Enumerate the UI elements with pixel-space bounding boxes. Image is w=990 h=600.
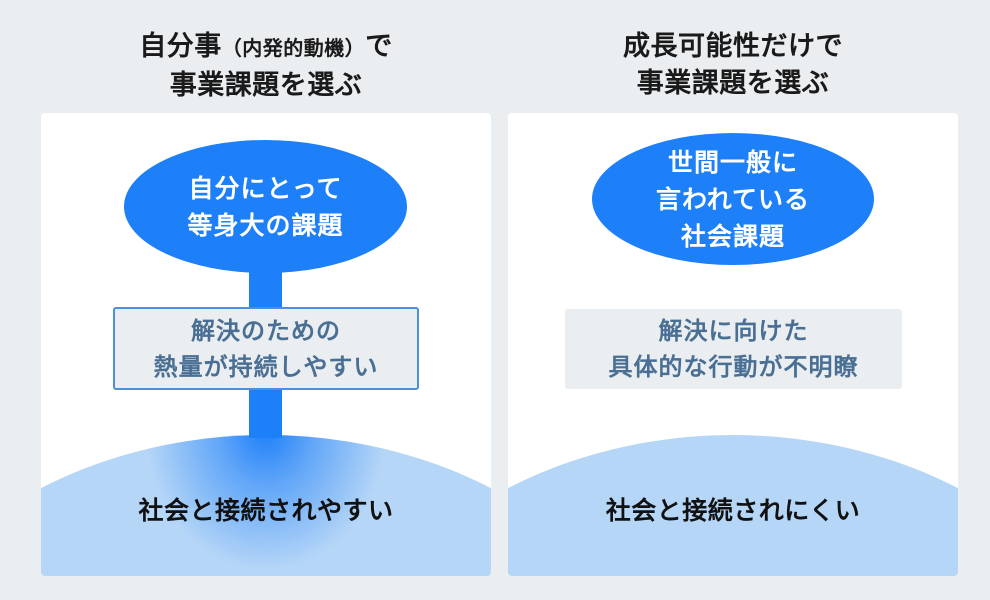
left-title-text-a: 自分事 [139, 31, 222, 62]
bubble-line: 自分にとって [188, 173, 343, 203]
right-column-title: 成長可能性だけで 事業課題を選ぶ [508, 28, 958, 102]
right-title-line-2: 事業課題を選ぶ [636, 68, 830, 99]
issue-bubble: 世間一般に 言われている 社会課題 [592, 133, 874, 265]
bubble-line: 等身大の課題 [187, 210, 344, 240]
glow-gradient [41, 435, 491, 576]
left-title-line-1: 自分事（内発的動機）で [41, 28, 491, 67]
issue-bubble: 自分にとって 等身大の課題 [124, 140, 407, 273]
connection-glow [41, 435, 491, 576]
note-line: 熱量が持続しやすい [153, 352, 379, 381]
left-panel: 自分にとって 等身大の課題 解決のための 熱量が持続しやすい 社会と接続されやす… [41, 113, 491, 576]
left-title-paren: （内発的動機） [221, 36, 366, 60]
ground-label: 社会と接続されにくい [605, 496, 861, 525]
right-panel: 世間一般に 言われている 社会課題 解決に向けた 具体的な行動が不明瞭 社会と接… [508, 113, 958, 576]
left-title-line-2: 事業課題を選ぶ [169, 70, 363, 101]
bubble-line: 世間一般に [667, 147, 798, 177]
left-title-text-b: で [365, 31, 393, 62]
note-line: 解決に向けた [658, 317, 809, 345]
society-ground [508, 435, 958, 576]
effect-note: 解決に向けた 具体的な行動が不明瞭 [565, 309, 902, 389]
bubble-line: 社会課題 [680, 221, 785, 251]
note-line: 解決のための [190, 316, 341, 345]
ground-label: 社会と接続されやすい [138, 496, 394, 525]
right-title-line-1: 成長可能性だけで [623, 31, 843, 62]
effect-note: 解決のための 熱量が持続しやすい [113, 307, 419, 390]
bubble-line: 言われている [655, 184, 810, 214]
note-line: 具体的な行動が不明瞭 [608, 353, 859, 381]
left-column-title: 自分事（内発的動機）で 事業課題を選ぶ [41, 28, 491, 104]
